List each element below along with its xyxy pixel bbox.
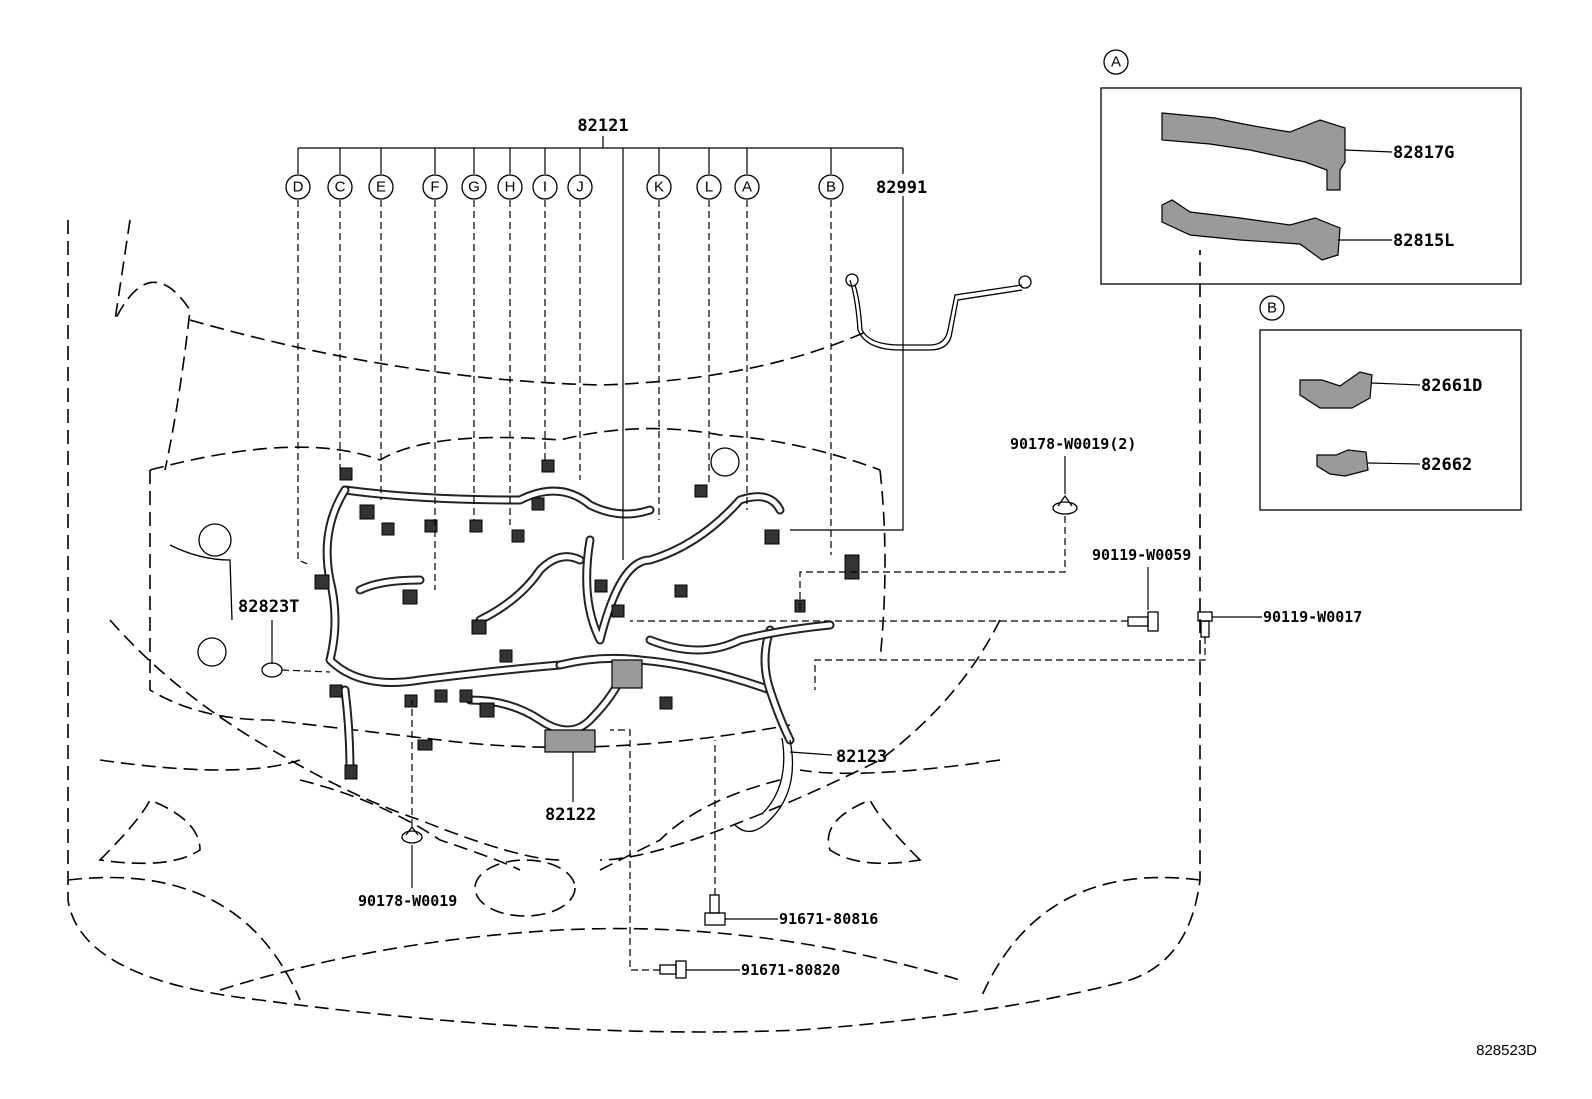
grommet-82823T xyxy=(261,662,283,678)
inset-a-marker-text: A xyxy=(1111,54,1121,71)
leader-91671-80820-dash xyxy=(610,729,660,971)
part-82817G-label: 82817G xyxy=(1393,143,1454,163)
leader-82123 xyxy=(789,751,833,756)
callout-b-circle xyxy=(818,174,844,200)
cable-82991 xyxy=(845,273,1032,351)
part-90178-W0019-label: 90178-W0019 xyxy=(358,892,457,910)
part-82121-label: 82121 xyxy=(577,116,628,136)
part-82661D-label: 82661D xyxy=(1421,376,1482,396)
callout-j-label: J xyxy=(576,179,584,196)
callout-f-circle xyxy=(422,174,448,200)
callout-c-circle xyxy=(327,174,353,200)
part-90119-W0017-label: 90119-W0017 xyxy=(1263,608,1362,626)
inset-b: B 82661D 82662 xyxy=(1259,295,1522,511)
leader-82662 xyxy=(1367,462,1421,465)
clip-90178-W0019-icon xyxy=(401,825,423,844)
leader-90178-W0019-2-dash xyxy=(799,516,1066,610)
callout-c-label: C xyxy=(335,179,346,196)
leader-82823T-dash xyxy=(281,669,331,673)
leader-82817G xyxy=(1344,149,1393,153)
callout-l-circle xyxy=(696,174,722,200)
leader-82661D xyxy=(1371,382,1421,386)
callout-i-label: I xyxy=(543,179,547,196)
bracket-82815L-icon xyxy=(1161,199,1341,261)
callout-e-circle xyxy=(368,174,394,200)
inset-a-frame xyxy=(1100,87,1522,285)
callout-a-circle xyxy=(734,174,760,200)
callout-g-circle xyxy=(461,174,487,200)
part-82122-label: 82122 xyxy=(545,805,596,825)
bracket-82817G-icon xyxy=(1161,112,1346,191)
callout-d-circle xyxy=(285,174,311,200)
diagram-reference: 828523D xyxy=(1476,1042,1537,1059)
leader-90119-W0017-dash xyxy=(814,637,1206,690)
clip-90178-W0019-2-icon xyxy=(1052,494,1078,515)
callout-h-label: H xyxy=(505,179,516,196)
callout-f-label: F xyxy=(430,179,439,196)
callout-bracket-82121 xyxy=(297,136,904,590)
part-90119-W0059-label: 90119-W0059 xyxy=(1092,546,1191,564)
callout-d-label: D xyxy=(293,179,304,196)
bolt-91671-80820-icon xyxy=(659,960,687,979)
inset-b-marker-text: B xyxy=(1267,300,1277,317)
inset-b-marker xyxy=(1259,295,1285,321)
callout-e-label: E xyxy=(376,179,386,196)
bolt-91671-80816-icon xyxy=(704,894,726,926)
callout-k-circle xyxy=(646,174,672,200)
part-82815L-label: 82815L xyxy=(1393,231,1454,251)
vehicle-outline xyxy=(67,219,1201,1033)
part-91671-80816-label: 91671-80816 xyxy=(779,910,878,928)
callout-a-label: A xyxy=(742,179,752,196)
callout-j-circle xyxy=(567,174,593,200)
bolt-90119-W0059-icon xyxy=(1127,611,1159,632)
callout-h-circle xyxy=(497,174,523,200)
part-82991-label: 82991 xyxy=(876,178,927,198)
inset-a-marker xyxy=(1103,49,1129,75)
main-harness-82121 xyxy=(169,447,860,832)
callout-b-label: B xyxy=(826,179,836,196)
callout-l-label: L xyxy=(705,179,713,196)
part-82123-label: 82123 xyxy=(836,747,887,767)
callout-i-circle xyxy=(532,174,558,200)
callout-g-label: G xyxy=(468,179,480,196)
callout-k-label: K xyxy=(654,179,664,196)
part-82823T-label: 82823T xyxy=(238,597,299,617)
bracket-82661D-icon xyxy=(1299,371,1373,409)
bracket-82662-icon xyxy=(1316,449,1369,477)
inset-a: A 82817G 82815L xyxy=(1100,49,1522,285)
part-90178-W0019-2-label: 90178-W0019(2) xyxy=(1010,435,1136,453)
part-82662-label: 82662 xyxy=(1421,455,1472,475)
part-91671-80820-label: 91671-80820 xyxy=(741,961,840,979)
inset-b-frame xyxy=(1259,329,1522,511)
